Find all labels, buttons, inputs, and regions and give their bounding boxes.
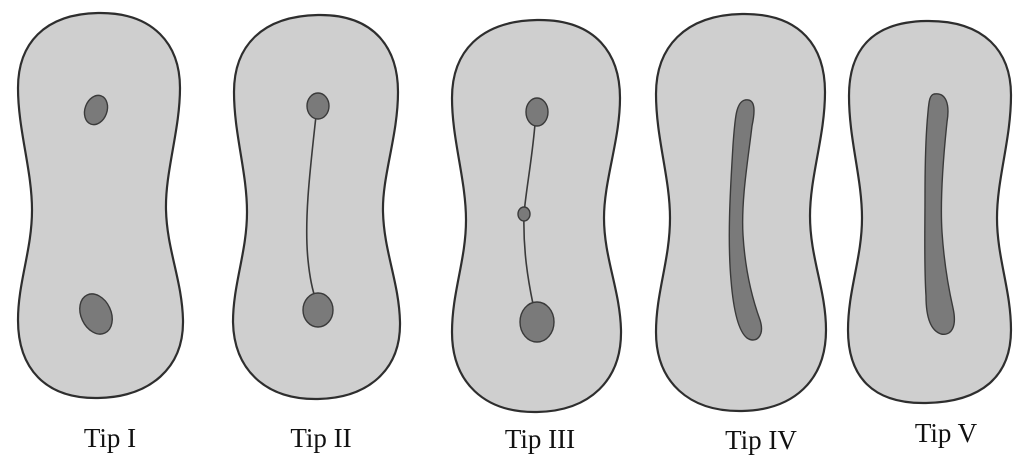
canal-lumen-middle xyxy=(518,207,530,221)
panel-label: Tip II xyxy=(290,423,351,453)
canal-lumen-upper xyxy=(307,93,329,119)
canal-lumen-lower xyxy=(520,302,554,342)
panel-tip-2: Tip II xyxy=(233,15,400,453)
panel-tip-3: Tip III xyxy=(452,20,621,454)
panel-label: Tip III xyxy=(505,424,575,454)
panel-label: Tip I xyxy=(84,423,136,453)
root-cross-section-outline xyxy=(233,15,400,399)
root-cross-section-outline xyxy=(452,20,621,412)
canal-lumen-upper xyxy=(526,98,548,126)
panel-label: Tip IV xyxy=(725,425,797,455)
panel-tip-4: Tip IV xyxy=(656,14,826,455)
root-cross-section-outline xyxy=(18,13,183,398)
panel-tip-1: Tip I xyxy=(18,13,183,453)
panel-tip-5: Tip V xyxy=(848,21,1011,448)
canal-lumen-lower xyxy=(303,293,333,327)
panel-label: Tip V xyxy=(915,418,978,448)
